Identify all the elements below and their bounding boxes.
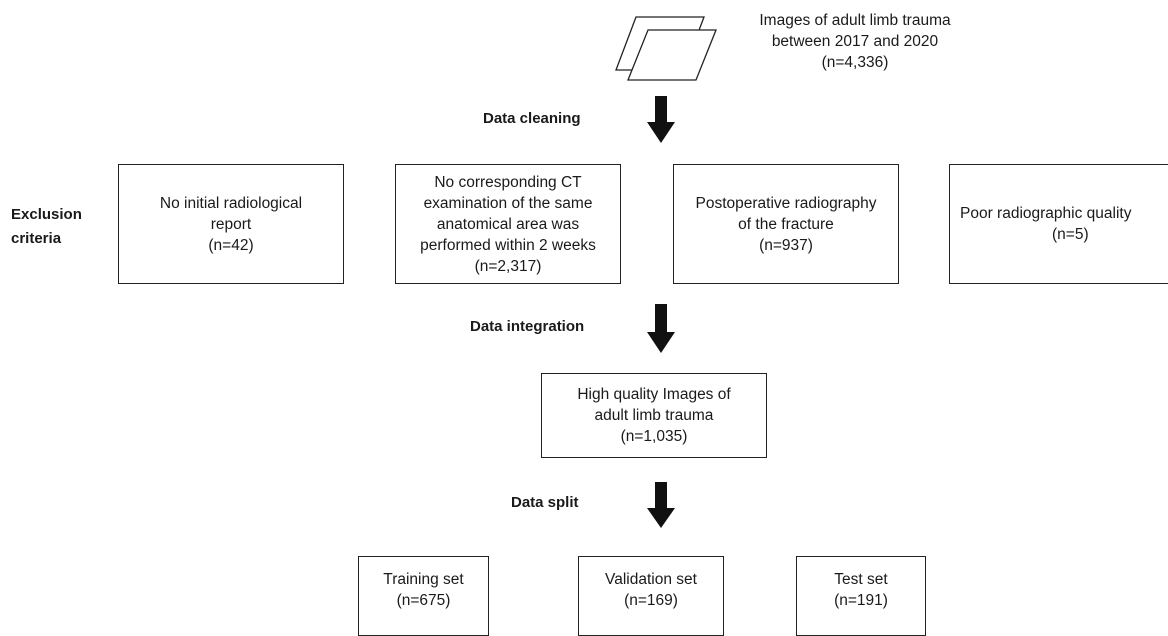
exclusion-box-no-report: No initial radiological report (n=42) <box>118 164 344 284</box>
split-box-validation: Validation set (n=169) <box>578 556 724 636</box>
document-stack-icon <box>615 16 717 81</box>
box-line: anatomical area was <box>436 215 580 233</box>
box-line: Postoperative radiography <box>695 194 877 212</box>
box-line: Poor radiographic quality <box>960 205 1132 222</box>
exclusion-label-line: criteria <box>11 230 62 247</box>
box-line: Training set <box>383 571 464 588</box>
exclusion-box-poor-quality: Poor radiographic quality (n=5) <box>949 164 1168 284</box>
box-count: (n=169) <box>624 592 678 609</box>
arrow-down-icon-split <box>647 482 675 528</box>
box-count: (n=191) <box>834 592 888 609</box>
integrated-box: High quality Images of adult limb trauma… <box>541 373 767 458</box>
box-count: (n=675) <box>396 592 451 609</box>
split-box-test: Test set (n=191) <box>796 556 926 636</box>
box-count: (n=937) <box>759 236 813 254</box>
source-text: Images of adult limb trauma between 2017… <box>712 10 998 73</box>
step-label-integration: Data integration <box>470 318 585 335</box>
box-line: report <box>210 215 252 233</box>
box-line: Test set <box>834 571 888 588</box>
box-count: (n=5) <box>1052 226 1089 243</box>
arrow-down-icon-cleaning <box>647 96 675 143</box>
arrow-down-icon-integration <box>647 304 675 353</box>
box-line: No initial radiological <box>159 194 303 212</box>
box-line: examination of the same <box>423 194 593 212</box>
box-line: performed within 2 weeks <box>420 236 596 254</box>
exclusion-box-postoperative: Postoperative radiography of the fractur… <box>673 164 899 284</box>
source-line: Images of adult limb trauma <box>759 12 951 29</box>
box-count: (n=1,035) <box>620 428 688 445</box>
split-box-training: Training set (n=675) <box>358 556 489 636</box>
box-line: No corresponding CT <box>434 173 582 191</box>
step-label-split: Data split <box>511 494 579 511</box>
exclusion-label-line: Exclusion <box>11 206 82 223</box>
exclusion-box-no-ct: No corresponding CT examination of the s… <box>395 164 621 284</box>
box-count: (n=42) <box>208 236 254 254</box>
box-line: of the fracture <box>738 215 834 233</box>
box-count: (n=2,317) <box>474 257 542 275</box>
box-line: adult limb trauma <box>594 407 714 424</box>
source-count: (n=4,336) <box>821 54 889 71</box>
step-label-cleaning: Data cleaning <box>483 110 581 127</box>
box-line: High quality Images of <box>577 386 731 403</box>
box-line: Validation set <box>605 571 697 588</box>
exclusion-criteria-label: Exclusion criteria <box>11 203 82 251</box>
source-line: between 2017 and 2020 <box>771 33 939 50</box>
